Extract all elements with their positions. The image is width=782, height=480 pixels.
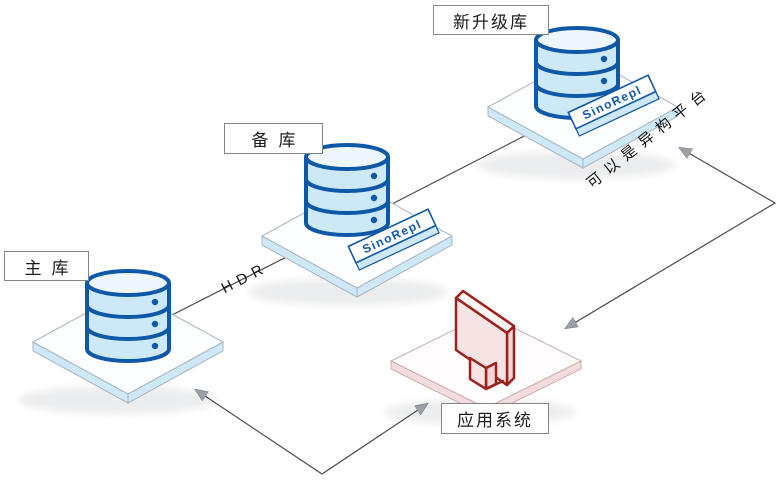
label-app-system: 应用系统 [441,403,549,434]
sinorepl-tag-upgraded: SinoRepl [567,74,660,137]
label-standby-db: 备库 [224,123,323,154]
label-upgraded-db: 新升级库 [433,5,549,35]
arrow-app-to-primary [196,390,427,475]
label-primary-db: 主库 [4,251,89,281]
arrow-app-to-upgraded [566,148,777,328]
platform-shadow [18,386,218,414]
database-icon-primary [85,269,171,363]
database-icon-standby [304,143,390,237]
monitor-icon [454,289,516,391]
edge-standby-to-upgraded-line [389,129,537,206]
